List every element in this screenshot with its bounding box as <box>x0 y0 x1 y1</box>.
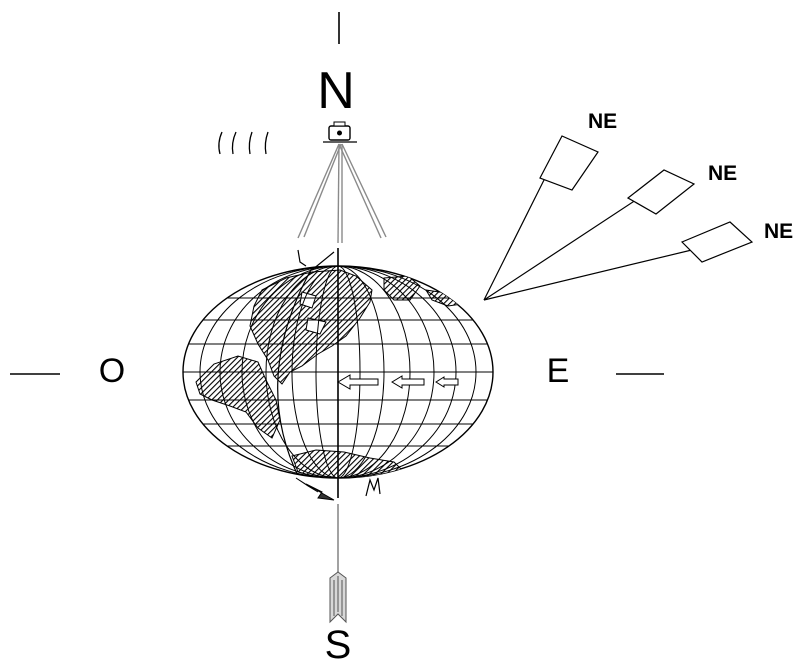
west-label: O <box>99 352 125 390</box>
east-label: E <box>547 352 570 390</box>
ne-label-2: NE <box>708 162 737 185</box>
north-label: N <box>317 62 355 120</box>
globe-icon <box>170 248 506 498</box>
signal-waves-icon <box>219 132 268 154</box>
tail-feather-icon <box>366 478 380 496</box>
tripod-icon <box>298 144 386 243</box>
ne-label-1: NE <box>588 110 617 133</box>
ne-flags <box>484 136 752 300</box>
ne-label-3: NE <box>764 220 793 243</box>
south-arrow-fletching-icon <box>330 572 346 622</box>
south-label: S <box>325 623 352 662</box>
south-pointer-icon <box>296 478 334 500</box>
theodolite-icon <box>323 122 357 142</box>
